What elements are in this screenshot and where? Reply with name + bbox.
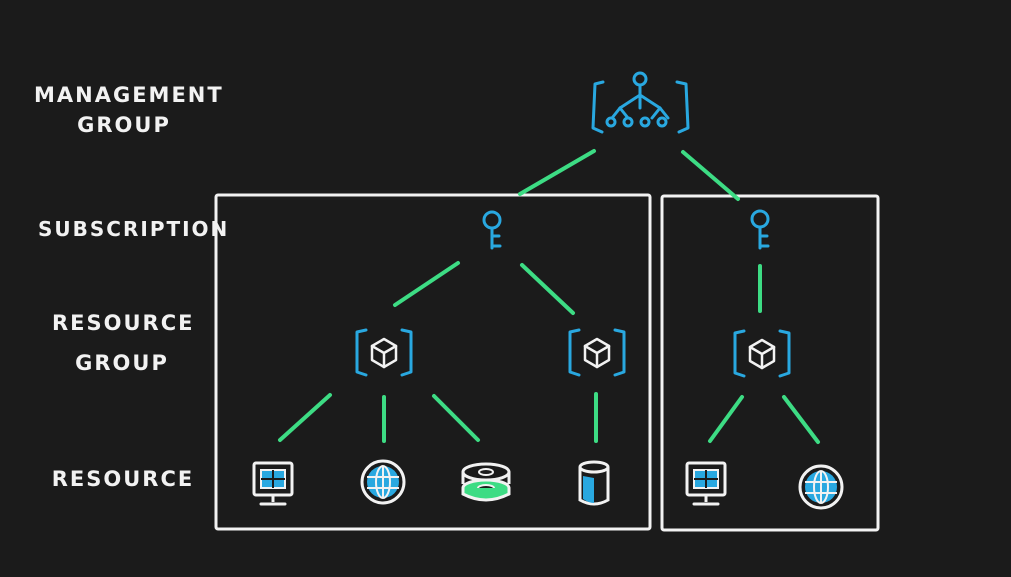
connectors	[278, 149, 820, 444]
subscription-box-1	[214, 193, 652, 531]
label-management-line1: MANAGEMENT	[34, 83, 224, 107]
virtual-machine-icon	[252, 461, 294, 506]
label-resource-text: RESOURCE	[51, 467, 195, 491]
connector-rg1-res1	[278, 393, 332, 442]
connector-mg-sub1	[518, 149, 596, 196]
label-management-group: MANAGEMENT GROUP	[34, 80, 224, 140]
connector-mg-sub2	[681, 150, 740, 201]
web-globe-icon	[360, 459, 406, 505]
cube-icon	[568, 328, 626, 377]
connector-sub1-rg2	[520, 263, 575, 315]
connector-rg1-res3	[432, 394, 480, 442]
cube-icon	[355, 328, 413, 377]
connector-rg3-res5	[708, 395, 744, 443]
subscription-box-2	[660, 194, 880, 532]
label-management-line2: GROUP	[77, 113, 171, 137]
database-cylinder-icon	[578, 460, 610, 506]
label-subscription: SUBSCRIPTION	[38, 214, 230, 244]
cube-icon	[733, 329, 791, 378]
label-subscription-text: SUBSCRIPTION	[38, 217, 230, 241]
label-resource-group: RESOURCE GROUP	[52, 308, 192, 378]
web-globe-icon	[798, 464, 844, 510]
label-resource-group-line2: GROUP	[75, 351, 169, 375]
connector-sub1-rg1	[393, 261, 460, 307]
connector-rg3-res6	[782, 395, 820, 444]
label-resource: RESOURCE	[48, 464, 198, 494]
storage-disk-icon	[461, 462, 511, 502]
key-icon	[750, 209, 770, 250]
key-icon	[482, 210, 502, 250]
label-resource-group-line1: RESOURCE	[52, 311, 195, 335]
hierarchy-icon	[591, 71, 690, 134]
virtual-machine-icon	[685, 461, 727, 506]
